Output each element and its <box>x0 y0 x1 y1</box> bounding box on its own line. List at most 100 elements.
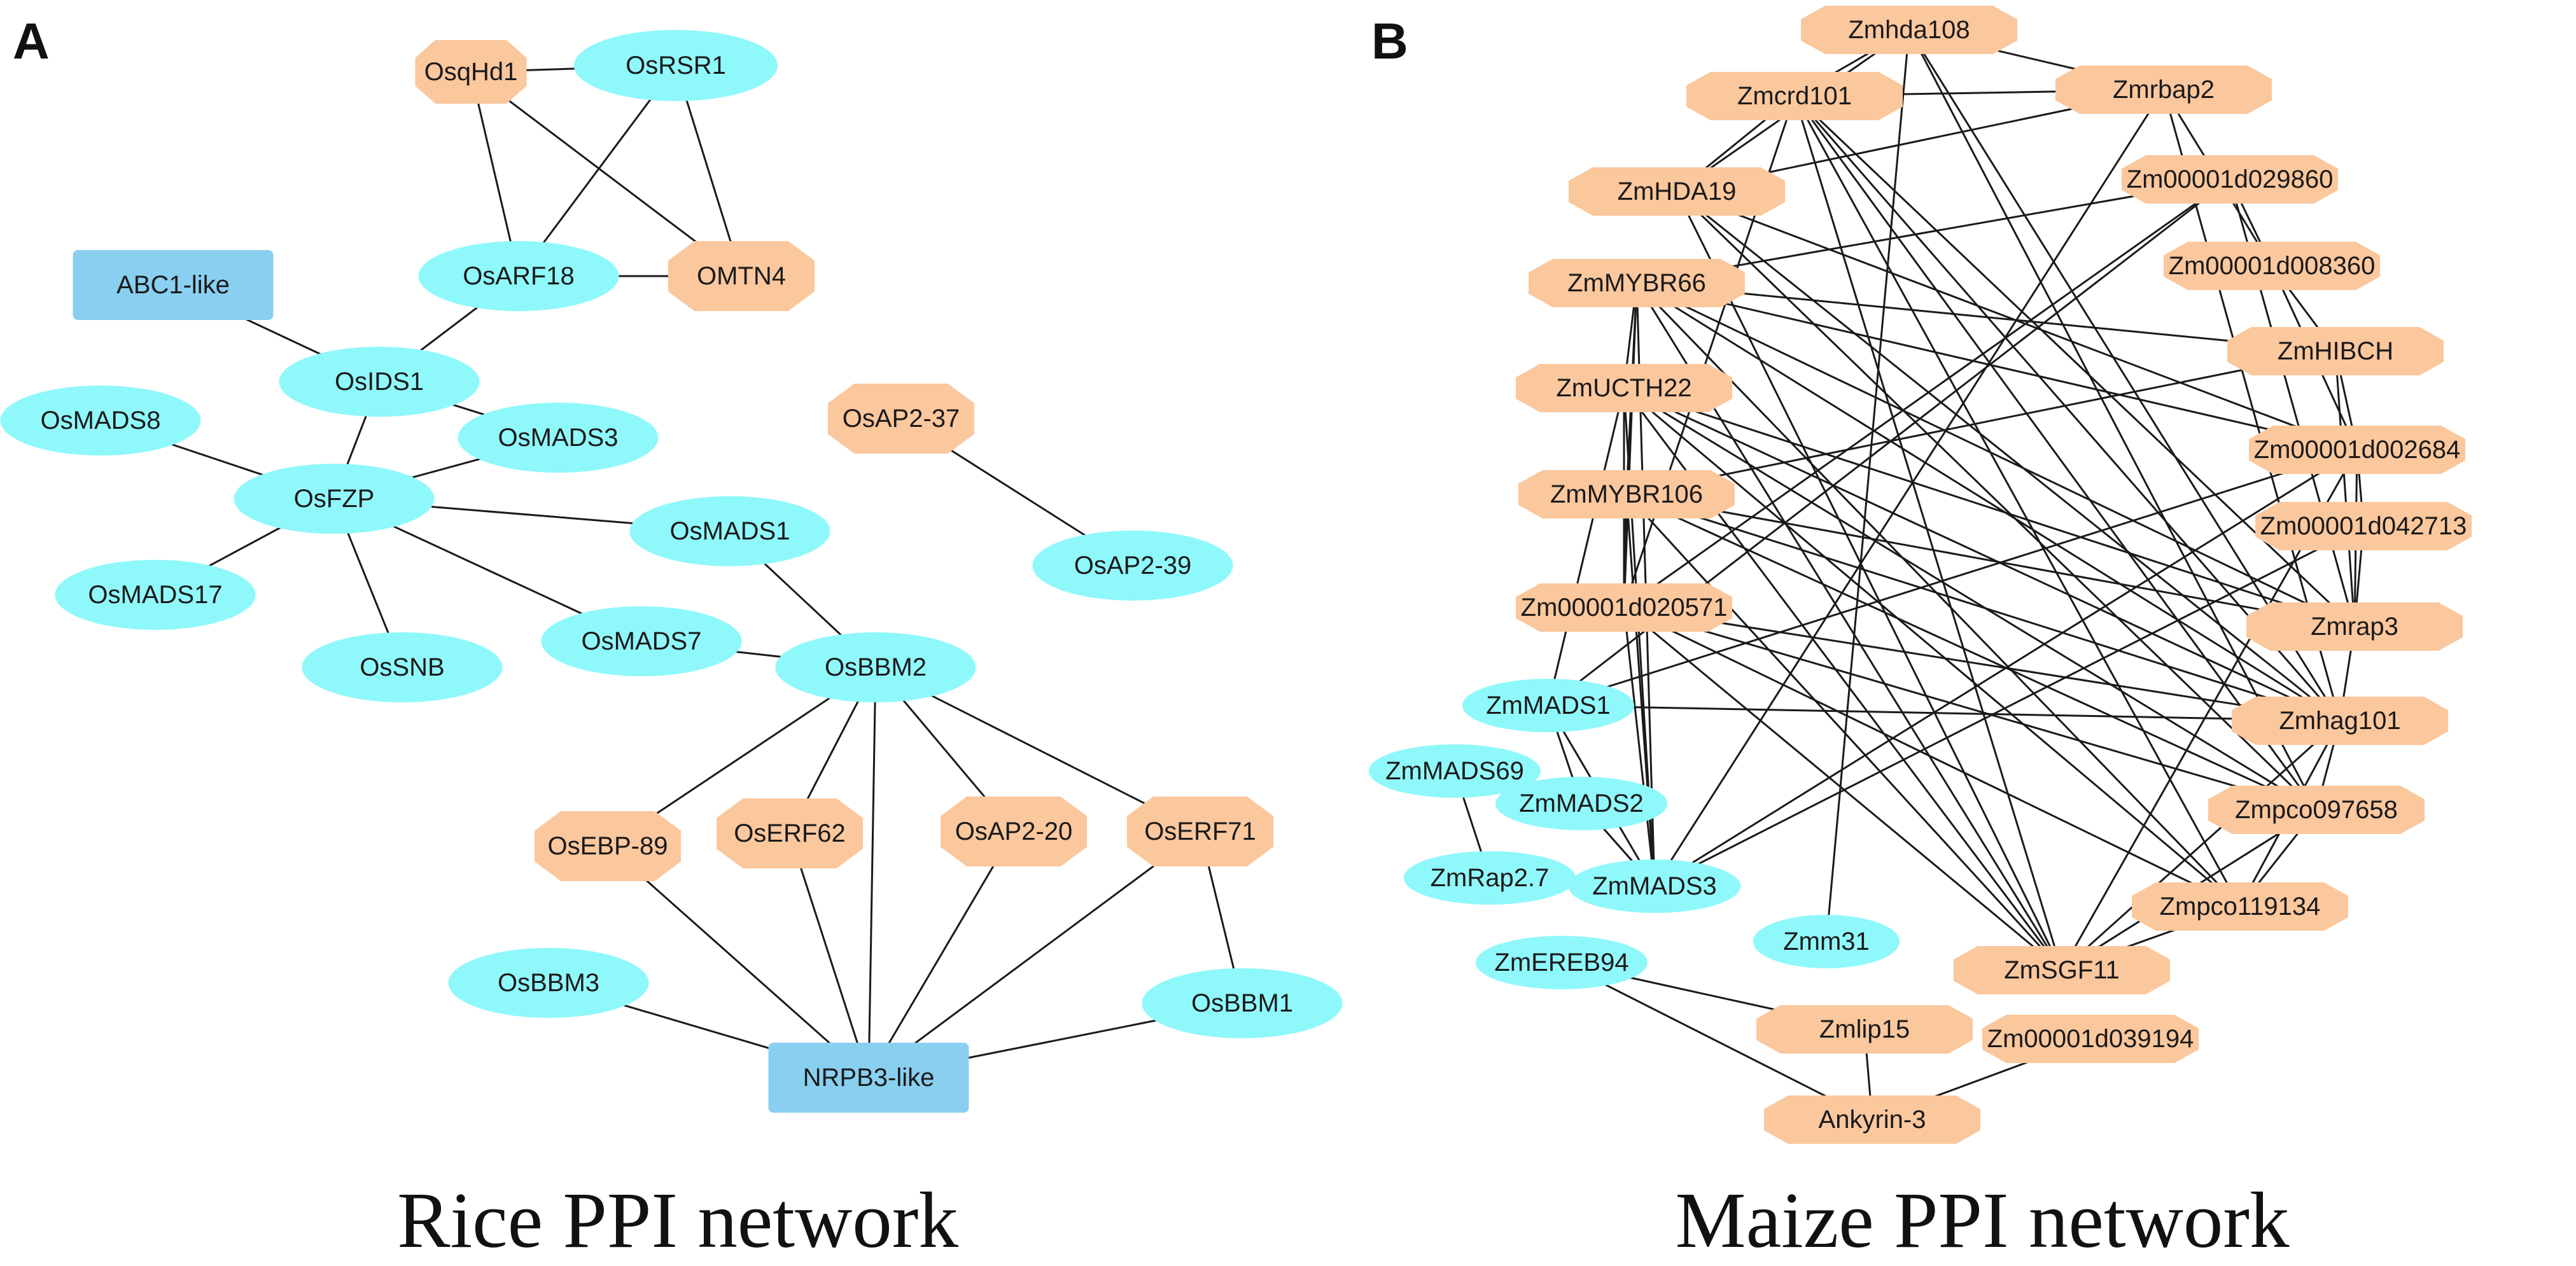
edge-zmmybr66-zmpco119134 <box>1635 282 2241 908</box>
node-osbbm2: OsBBM2 <box>775 632 976 702</box>
node-zmmads1: ZmMADS1 <box>1462 679 1634 732</box>
node-nrpb3-like: NRPB3-like <box>768 1043 969 1113</box>
node-octagon <box>2122 155 2338 204</box>
node-octagon <box>2208 786 2425 834</box>
node-octagon <box>1756 1005 1973 1054</box>
node-label: Zmm31 <box>1783 928 1870 956</box>
node-label: OsAP2-37 <box>843 405 960 433</box>
edge-zm00001d020571-zmsgf11 <box>1623 606 2062 971</box>
node-label: ZmMYBR66 <box>1567 269 1706 297</box>
node-label: OsqHd1 <box>424 58 518 86</box>
node-label: ZmMYBR106 <box>1550 480 1703 508</box>
node-octagon <box>1518 470 1735 518</box>
edge-osap2-20-nrpb3-like <box>867 831 1015 1078</box>
node-osids1: OsIDS1 <box>279 347 480 417</box>
edge-zmcrd101-zmpco119134 <box>1793 95 2241 907</box>
node-zmlip15: Zmlip15 <box>1756 1005 1973 1054</box>
node-oserf71: OsERF71 <box>1127 796 1273 866</box>
edge-zmmybr66-zm00001d002684 <box>1636 282 2358 451</box>
node-abc1-like: ABC1-like <box>73 250 274 320</box>
node-zmm31: Zmm31 <box>1753 915 1900 968</box>
edge-osbbm2-nrpb3-like <box>867 667 877 1078</box>
node-ellipse <box>629 496 830 566</box>
node-omtn4: OMTN4 <box>668 241 815 311</box>
node-label: OsERF62 <box>734 819 846 847</box>
node-octagon <box>535 811 681 881</box>
node-octagon <box>1516 364 1732 412</box>
edge-zmmads1-zmhag101 <box>1548 704 2341 722</box>
node-zmrbap2: Zmrbap2 <box>2055 66 2272 114</box>
node-label: OMTN4 <box>697 262 786 290</box>
node-rect <box>73 250 274 320</box>
node-ellipse <box>302 632 503 702</box>
edge-zmmybr106-zmrap3 <box>1626 493 2355 628</box>
edge-zmmybr66-zmrap3 <box>1636 282 2355 628</box>
edge-zmereb94-ankyrin-3 <box>1561 961 1873 1121</box>
node-label: OsBBM3 <box>498 969 599 997</box>
node-ellipse <box>1142 968 1343 1038</box>
node-octagon <box>1516 583 1732 632</box>
node-label: ZmHIBCH <box>2278 337 2393 365</box>
node-osap2-37: OsAP2-37 <box>828 384 974 454</box>
node-zm00001d039194: Zm00001d039194 <box>1982 1015 2199 1063</box>
edge-osrsr1-osarf18 <box>517 65 677 277</box>
node-osbbm3: OsBBM3 <box>448 948 649 1018</box>
node-zmmads3: ZmMADS3 <box>1569 859 1740 913</box>
node-ellipse <box>1495 777 1667 830</box>
node-zm00001d008360: Zm00001d008360 <box>2164 242 2380 290</box>
node-octagon <box>668 241 815 311</box>
node-label: Zmcrd101 <box>1737 82 1852 110</box>
node-label: OsMADS1 <box>670 517 790 545</box>
node-ellipse <box>574 30 778 101</box>
node-octagon <box>415 40 527 104</box>
node-osrsr1: OsRSR1 <box>574 30 778 101</box>
node-osmads3: OsMADS3 <box>458 403 659 473</box>
node-octagon <box>2132 882 2348 931</box>
edge-oserf62-nrpb3-like <box>788 833 870 1078</box>
node-ellipse <box>448 948 649 1018</box>
node-zmcrd101: Zmcrd101 <box>1686 72 1903 120</box>
edge-zm00001d029860-zm00001d020571 <box>1623 178 2230 609</box>
node-osarf18: OsARF18 <box>418 241 619 311</box>
node-ankyrin-3: Ankyrin-3 <box>1764 1096 1980 1144</box>
node-label: Zmhag101 <box>2279 707 2400 735</box>
node-ellipse <box>541 606 742 676</box>
panel-a-caption: Rice PPI network <box>397 1177 958 1265</box>
node-label: OsRSR1 <box>626 52 726 80</box>
node-osbbm1: OsBBM1 <box>1142 968 1343 1038</box>
node-label: ZmMADS2 <box>1519 790 1644 817</box>
node-ellipse <box>458 403 659 473</box>
node-osebp-89: OsEBP-89 <box>535 811 681 881</box>
edge-zmcrd101-zmsgf11 <box>1793 95 2063 971</box>
node-octagon <box>1982 1015 2199 1063</box>
node-osap2-39: OsAP2-39 <box>1032 531 1233 601</box>
panel-b-letter: B <box>1371 13 1408 69</box>
edge-zm00001d020571-zmhag101 <box>1623 606 2341 722</box>
node-octagon <box>828 384 974 454</box>
node-ellipse <box>55 560 256 630</box>
edge-zmucth22-zmpco119134 <box>1623 387 2241 908</box>
node-octagon <box>2249 426 2465 474</box>
node-label: Zm00001d029860 <box>2127 165 2334 193</box>
node-ellipse <box>234 464 435 534</box>
node-label: OsIDS1 <box>335 368 424 396</box>
node-osmads7: OsMADS7 <box>541 606 742 676</box>
node-zmmybr106: ZmMYBR106 <box>1518 470 1735 518</box>
node-rect <box>768 1043 969 1113</box>
node-octagon <box>1529 259 1745 307</box>
node-ellipse <box>418 241 619 311</box>
node-label: ZmSGF11 <box>2004 956 2120 984</box>
edge-zmhibch-zmmybr106 <box>1626 350 2336 496</box>
node-zmhda19: ZmHDA19 <box>1569 167 1785 216</box>
node-label: OsERF71 <box>1144 817 1256 845</box>
edge-zmmybr66-zmhag101 <box>1636 282 2341 722</box>
node-octagon <box>2227 327 2444 375</box>
node-zm00001d029860: Zm00001d029860 <box>2122 155 2338 204</box>
node-octagon <box>1686 72 1903 120</box>
edge-zmhda19-zmhag101 <box>1676 190 2341 722</box>
node-osap2-20: OsAP2-20 <box>941 796 1087 866</box>
node-ellipse <box>279 347 480 417</box>
